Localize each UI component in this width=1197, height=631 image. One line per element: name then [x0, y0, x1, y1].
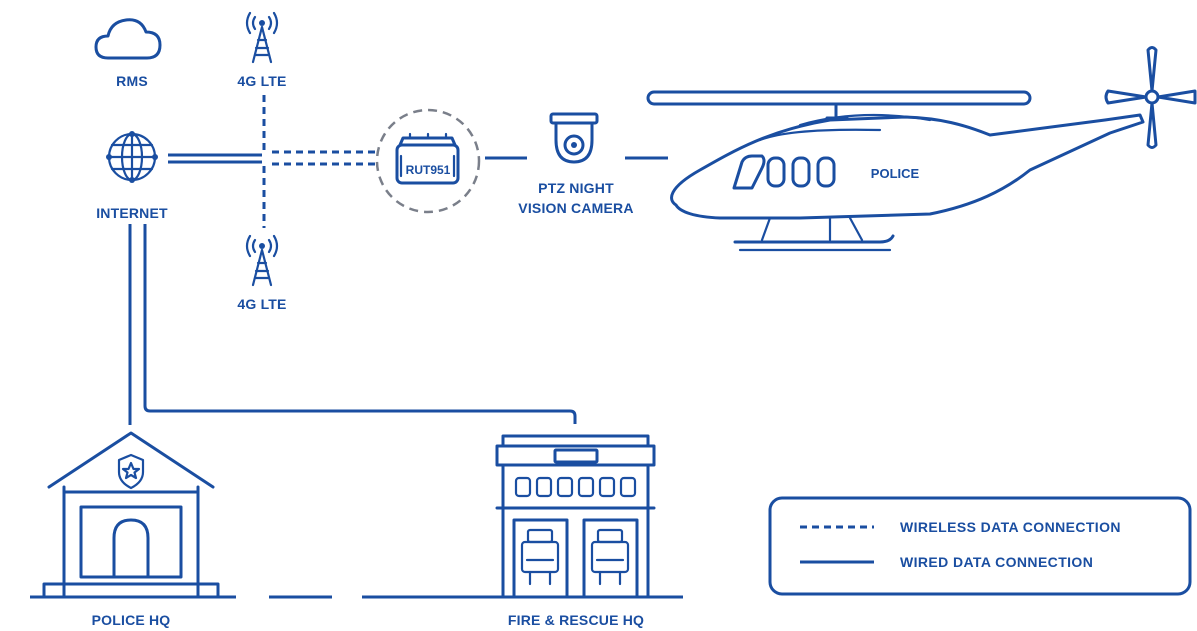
police-hq-node[interactable]: POLICE HQ [44, 433, 218, 628]
fire-hq-node[interactable]: FIRE & RESCUE HQ [497, 436, 654, 628]
helicopter-node[interactable]: POLICE [648, 48, 1195, 251]
helicopter-label: POLICE [871, 166, 920, 181]
fire-station-icon [497, 436, 654, 597]
lte-top-label: 4G LTE [237, 73, 286, 89]
cell-tower-icon [247, 13, 277, 62]
legend-wireless-label: WIRELESS DATA CONNECTION [900, 519, 1121, 535]
wired-link-fire-hq [145, 224, 575, 424]
lte-tower-bottom[interactable]: 4G LTE [237, 236, 286, 312]
internet-node[interactable]: INTERNET [96, 131, 168, 221]
globe-icon [106, 131, 158, 183]
camera-label-line2: VISION CAMERA [518, 200, 633, 216]
lte-bottom-label: 4G LTE [237, 296, 286, 312]
wired-link-internet-junction [168, 155, 262, 162]
internet-label: INTERNET [96, 205, 168, 221]
cloud-icon [96, 20, 160, 58]
ptz-camera-icon [551, 114, 597, 162]
router-node[interactable]: RUT951 [377, 110, 479, 212]
legend-box [770, 498, 1190, 594]
router-range-ring [377, 110, 479, 212]
police-hq-label: POLICE HQ [92, 612, 171, 628]
camera-label-line1: PTZ NIGHT [538, 180, 614, 196]
legend: WIRELESS DATA CONNECTION WIRED DATA CONN… [770, 498, 1190, 594]
camera-node[interactable]: PTZ NIGHT VISION CAMERA [518, 114, 633, 216]
wireless-link-router [272, 152, 380, 164]
router-label: RUT951 [406, 163, 451, 177]
lte-tower-top[interactable]: 4G LTE [237, 13, 286, 89]
fire-hq-label: FIRE & RESCUE HQ [508, 612, 644, 628]
helicopter-icon [648, 48, 1195, 251]
legend-wired-label: WIRED DATA CONNECTION [900, 554, 1093, 570]
cell-tower-icon [247, 236, 277, 285]
rms-label: RMS [116, 73, 148, 89]
police-station-icon [44, 433, 218, 597]
rms-node[interactable]: RMS [96, 20, 160, 89]
